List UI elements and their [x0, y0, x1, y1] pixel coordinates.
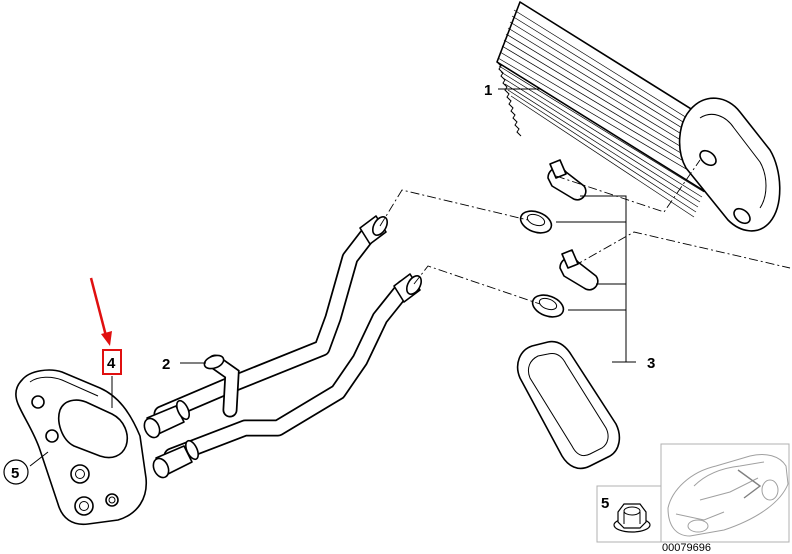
- heater-core-radiator: [496, 1, 781, 232]
- inset-panel: 5 00079696: [596, 443, 790, 554]
- oring-upper: [519, 210, 553, 234]
- oring-lower: [531, 294, 565, 318]
- bracket-hole-2: [45, 429, 59, 443]
- pipe-lower: [163, 279, 413, 465]
- pipe-end-upper: [143, 399, 190, 439]
- flange-nut-icon: [613, 503, 651, 533]
- clamp-upper: [547, 159, 587, 201]
- callout-5-left: 5: [11, 465, 19, 482]
- bracket-cutout: [58, 399, 128, 459]
- callout-3: 3: [647, 355, 655, 372]
- callout-4: 4: [107, 355, 116, 372]
- bracket-hole-5: [105, 493, 119, 507]
- document-number: 00079696: [662, 542, 711, 554]
- pipe-end-lower: [152, 439, 199, 479]
- bracket-hole-1: [31, 395, 45, 409]
- car-locator-icon: [667, 453, 789, 537]
- red-arrow-head: [101, 331, 112, 346]
- radiator-port-lower: [733, 207, 751, 225]
- callout-5-inset: 5: [601, 495, 609, 512]
- radiator-serrated-edge: [496, 61, 522, 137]
- red-arrow-line: [89, 277, 108, 337]
- callout-2: 2: [162, 356, 170, 373]
- pipe-flange-lower: [393, 273, 423, 303]
- gasket-seal: [516, 340, 621, 470]
- bracket-hole-4: [74, 496, 94, 516]
- callout-1: 1: [484, 82, 492, 99]
- callout-leaders: [29, 88, 636, 467]
- radiator-end-tank: [678, 97, 781, 232]
- radiator-port-upper: [699, 149, 717, 167]
- highlight-marker: [89, 277, 122, 375]
- mounting-bracket: [15, 369, 147, 526]
- bracket-hole-3: [70, 464, 90, 484]
- callout-5-left-circle: 5: [3, 459, 29, 485]
- assembly-dash-lines: [379, 159, 791, 305]
- coolant-pipes: [143, 215, 423, 479]
- callout-4-highlight-box: [102, 349, 122, 375]
- seal-kit: [516, 159, 621, 470]
